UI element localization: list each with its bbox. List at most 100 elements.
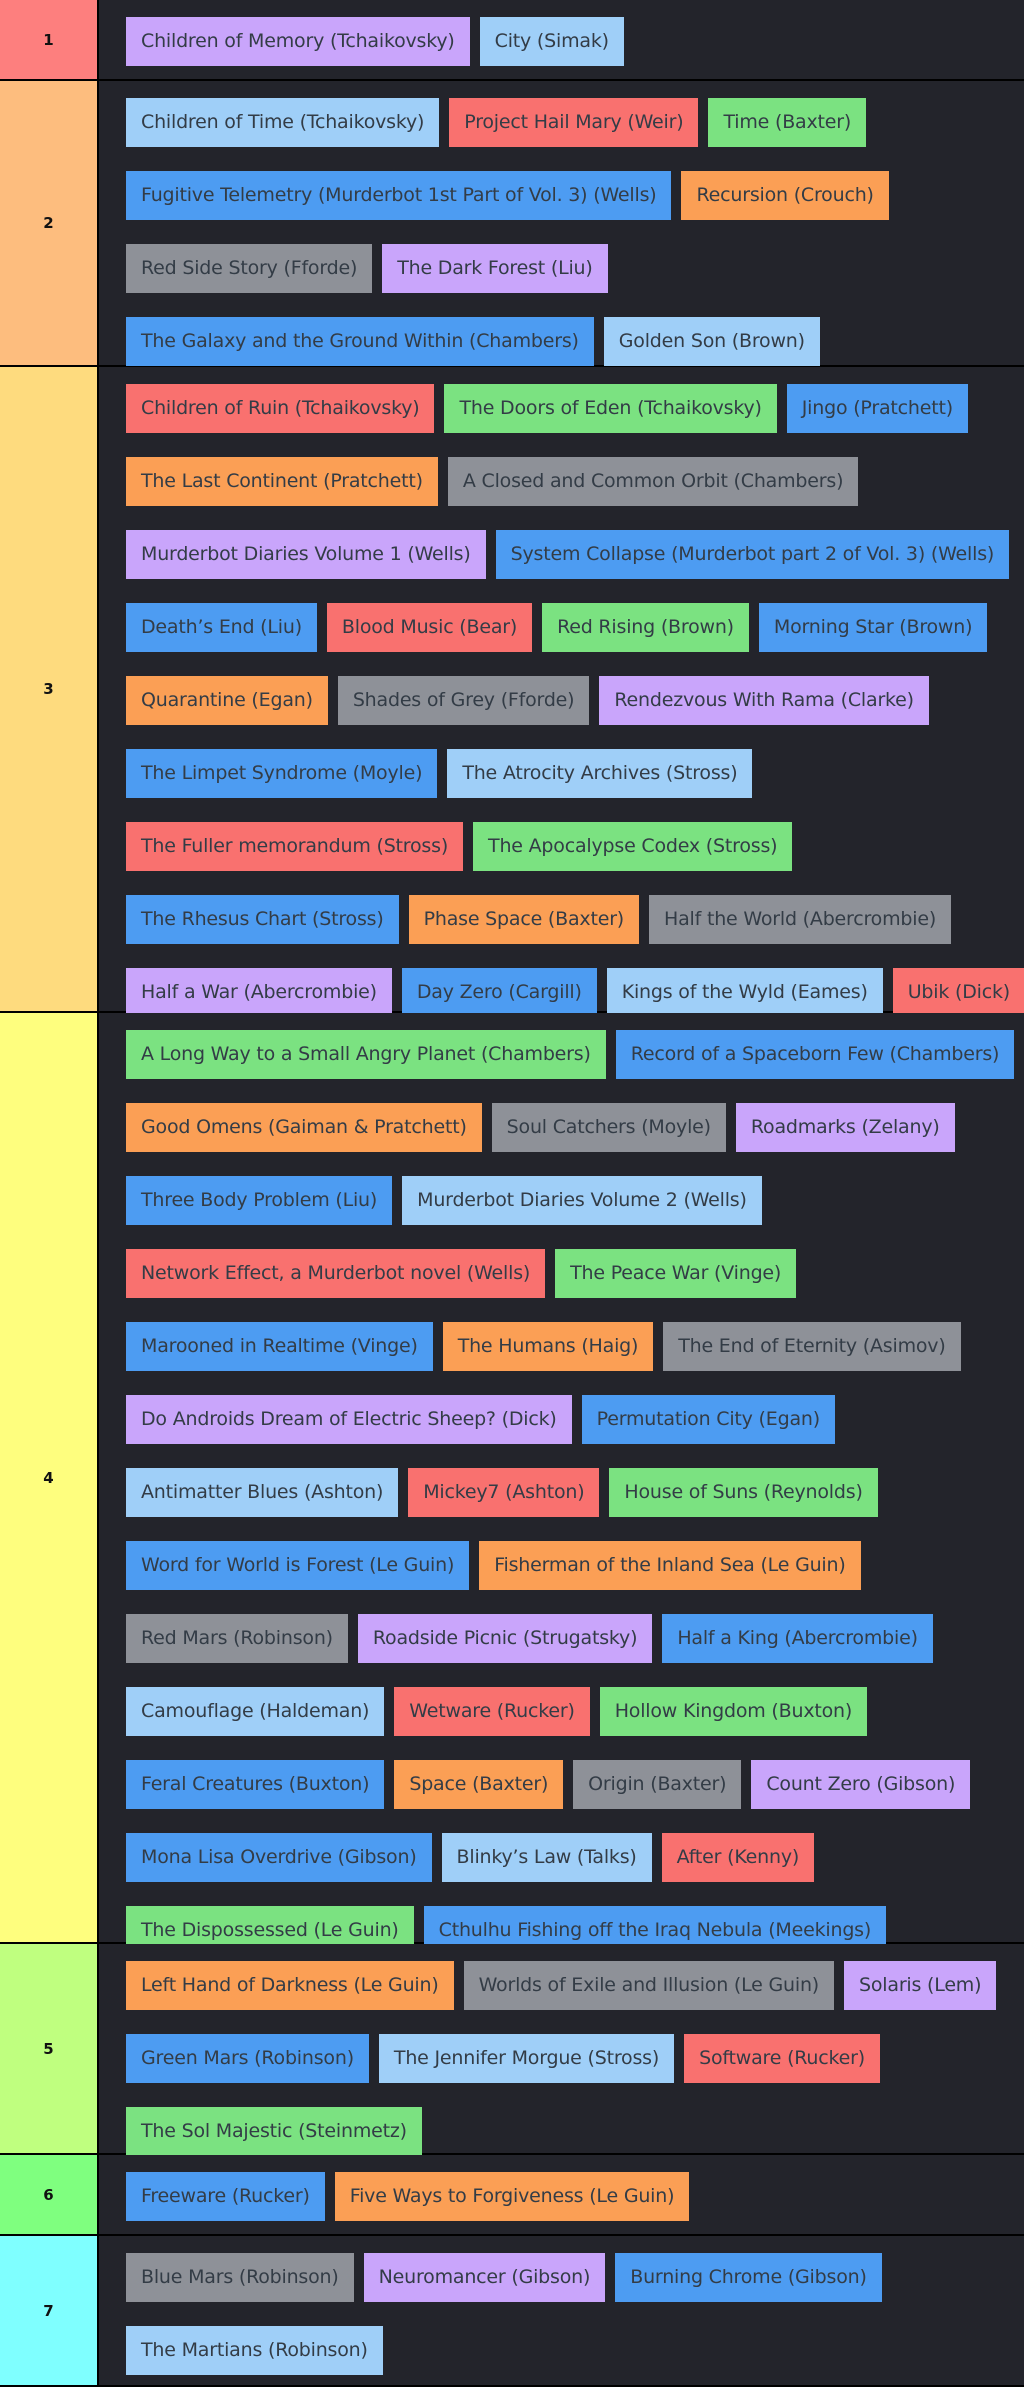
tier-item-mona-lisa-overdrive-gibson[interactable]: Mona Lisa Overdrive (Gibson): [126, 1833, 432, 1882]
tier-item-murderbot-diaries-volume-1-wells[interactable]: Murderbot Diaries Volume 1 (Wells): [126, 530, 486, 579]
tier-item-a-long-way-to-a-small-angry-planet-chambers[interactable]: A Long Way to a Small Angry Planet (Cham…: [126, 1030, 606, 1079]
tier-item-green-mars-robinson[interactable]: Green Mars (Robinson): [126, 2034, 369, 2083]
tier-items-7: Blue Mars (Robinson)Neuromancer (Gibson)…: [99, 2236, 1024, 2385]
tier-item-record-of-a-spaceborn-few-chambers[interactable]: Record of a Spaceborn Few (Chambers): [615, 1030, 1015, 1079]
tier-item-half-the-world-abercrombie[interactable]: Half the World (Abercrombie): [649, 895, 952, 944]
tier-item-morning-star-brown[interactable]: Morning Star (Brown): [758, 603, 988, 652]
tier-item-the-limpet-syndrome-moyle[interactable]: The Limpet Syndrome (Moyle): [126, 749, 438, 798]
tier-item-network-effect-a-murderbot-novel-wells[interactable]: Network Effect, a Murderbot novel (Wells…: [126, 1249, 546, 1298]
tier-item-blinky-s-law-talks[interactable]: Blinky’s Law (Talks): [441, 1833, 652, 1882]
tier-item-the-apocalypse-codex-stross[interactable]: The Apocalypse Codex (Stross): [473, 822, 793, 871]
tier-item-blood-music-bear[interactable]: Blood Music (Bear): [326, 603, 533, 652]
tier-item-city-simak[interactable]: City (Simak): [479, 17, 624, 66]
tier-item-children-of-ruin-tchaikovsky[interactable]: Children of Ruin (Tchaikovsky): [126, 384, 435, 433]
tier-item-the-last-continent-pratchett[interactable]: The Last Continent (Pratchett): [126, 457, 438, 506]
tier-item-the-end-of-eternity-asimov[interactable]: The End of Eternity (Asimov): [663, 1322, 961, 1371]
tier-item-a-closed-and-common-orbit-chambers[interactable]: A Closed and Common Orbit (Chambers): [447, 457, 859, 506]
tier-item-recursion-crouch[interactable]: Recursion (Crouch): [681, 171, 889, 220]
tier-item-line: Do Androids Dream of Electric Sheep? (Di…: [126, 1395, 1024, 1444]
tier-item-software-rucker[interactable]: Software (Rucker): [684, 2034, 880, 2083]
tier-item-line: Camouflage (Haldeman)Wetware (Rucker)Hol…: [126, 1687, 1024, 1736]
tier-item-soul-catchers-moyle[interactable]: Soul Catchers (Moyle): [491, 1103, 726, 1152]
tier-item-line: Freeware (Rucker)Five Ways to Forgivenes…: [126, 2172, 1024, 2221]
tier-item-jingo-pratchett[interactable]: Jingo (Pratchett): [786, 384, 968, 433]
tier-item-kings-of-the-wyld-eames[interactable]: Kings of the Wyld (Eames): [606, 968, 883, 1017]
tier-item-red-mars-robinson[interactable]: Red Mars (Robinson): [126, 1614, 348, 1663]
tier-item-line: Children of Time (Tchaikovsky)Project Ha…: [126, 98, 1024, 147]
tier-item-shades-of-grey-fforde[interactable]: Shades of Grey (Fforde): [337, 676, 590, 725]
tier-item-after-kenny[interactable]: After (Kenny): [661, 1833, 815, 1882]
tier-item-line: Word for World is Forest (Le Guin)Fisher…: [126, 1541, 1024, 1590]
tier-item-the-humans-haig[interactable]: The Humans (Haig): [442, 1322, 654, 1371]
tier-item-the-dark-forest-liu[interactable]: The Dark Forest (Liu): [382, 244, 608, 293]
tier-item-ubik-dick[interactable]: Ubik (Dick): [892, 968, 1024, 1017]
tier-item-solaris-lem[interactable]: Solaris (Lem): [844, 1961, 997, 2010]
tier-item-permutation-city-egan[interactable]: Permutation City (Egan): [581, 1395, 835, 1444]
tier-item-roadside-picnic-strugatsky[interactable]: Roadside Picnic (Strugatsky): [357, 1614, 653, 1663]
tier-item-house-of-suns-reynolds[interactable]: House of Suns (Reynolds): [609, 1468, 878, 1517]
tier-item-death-s-end-liu[interactable]: Death’s End (Liu): [126, 603, 317, 652]
tier-label-5[interactable]: 5: [0, 1944, 99, 2153]
tier-item-children-of-time-tchaikovsky[interactable]: Children of Time (Tchaikovsky): [126, 98, 440, 147]
tier-item-fisherman-of-the-inland-sea-le-guin[interactable]: Fisherman of the Inland Sea (Le Guin): [479, 1541, 861, 1590]
tier-item-line: The Limpet Syndrome (Moyle)The Atrocity …: [126, 749, 1024, 798]
tier-item-the-jennifer-morgue-stross[interactable]: The Jennifer Morgue (Stross): [378, 2034, 675, 2083]
tier-label-3[interactable]: 3: [0, 367, 99, 1011]
tier-item-antimatter-blues-ashton[interactable]: Antimatter Blues (Ashton): [126, 1468, 399, 1517]
tier-item-freeware-rucker[interactable]: Freeware (Rucker): [126, 2172, 325, 2221]
tier-item-the-peace-war-vinge[interactable]: The Peace War (Vinge): [555, 1249, 797, 1298]
tier-item-left-hand-of-darkness-le-guin[interactable]: Left Hand of Darkness (Le Guin): [126, 1961, 454, 2010]
tier-item-fugitive-telemetry-murderbot-1st-part-of-vol-3-wells[interactable]: Fugitive Telemetry (Murderbot 1st Part o…: [126, 171, 672, 220]
tier-item-quarantine-egan[interactable]: Quarantine (Egan): [126, 676, 328, 725]
tier-label-6[interactable]: 6: [0, 2155, 99, 2234]
tier-item-neuromancer-gibson[interactable]: Neuromancer (Gibson): [363, 2253, 606, 2302]
tier-item-roadmarks-zelany[interactable]: Roadmarks (Zelany): [735, 1103, 955, 1152]
tier-item-five-ways-to-forgiveness-le-guin[interactable]: Five Ways to Forgiveness (Le Guin): [334, 2172, 690, 2221]
tier-item-space-baxter[interactable]: Space (Baxter): [394, 1760, 564, 1809]
tier-item-half-a-war-abercrombie[interactable]: Half a War (Abercrombie): [126, 968, 392, 1017]
tier-item-worlds-of-exile-and-illusion-le-guin[interactable]: Worlds of Exile and Illusion (Le Guin): [463, 1961, 835, 2010]
tier-item-red-side-story-fforde[interactable]: Red Side Story (Fforde): [126, 244, 373, 293]
tier-row-7: 7 Blue Mars (Robinson)Neuromancer (Gibson…: [0, 2236, 1024, 2387]
tier-item-murderbot-diaries-volume-2-wells[interactable]: Murderbot Diaries Volume 2 (Wells): [402, 1176, 762, 1225]
tier-item-the-sol-majestic-steinmetz[interactable]: The Sol Majestic (Steinmetz): [126, 2107, 422, 2156]
tier-item-mickey7-ashton[interactable]: Mickey7 (Ashton): [408, 1468, 600, 1517]
tier-item-children-of-memory-tchaikovsky[interactable]: Children of Memory (Tchaikovsky): [126, 17, 470, 66]
tier-item-the-martians-robinson[interactable]: The Martians (Robinson): [126, 2326, 383, 2375]
tier-row-4: 4 A Long Way to a Small Angry Planet (Cha…: [0, 1013, 1024, 1955]
tier-item-line: Blue Mars (Robinson)Neuromancer (Gibson)…: [126, 2253, 1024, 2302]
tier-label-4[interactable]: 4: [0, 1013, 99, 1942]
tier-item-the-rhesus-chart-stross[interactable]: The Rhesus Chart (Stross): [126, 895, 399, 944]
tier-item-wetware-rucker[interactable]: Wetware (Rucker): [394, 1687, 590, 1736]
tier-item-the-fuller-memorandum-stross[interactable]: The Fuller memorandum (Stross): [126, 822, 464, 871]
tier-item-line: Murderbot Diaries Volume 1 (Wells)System…: [126, 530, 1024, 579]
tier-item-project-hail-mary-weir[interactable]: Project Hail Mary (Weir): [449, 98, 699, 147]
tier-item-red-rising-brown[interactable]: Red Rising (Brown): [542, 603, 749, 652]
tier-item-phase-space-baxter[interactable]: Phase Space (Baxter): [408, 895, 640, 944]
tier-item-camouflage-haldeman[interactable]: Camouflage (Haldeman): [126, 1687, 385, 1736]
tier-label-1[interactable]: 1: [0, 0, 99, 79]
tier-item-the-atrocity-archives-stross[interactable]: The Atrocity Archives (Stross): [447, 749, 753, 798]
tier-item-day-zero-cargill[interactable]: Day Zero (Cargill): [401, 968, 597, 1017]
tier-item-time-baxter[interactable]: Time (Baxter): [708, 98, 867, 147]
tier-item-hollow-kingdom-buxton[interactable]: Hollow Kingdom (Buxton): [599, 1687, 868, 1736]
tier-item-origin-baxter[interactable]: Origin (Baxter): [573, 1760, 742, 1809]
tier-label-2[interactable]: 2: [0, 81, 99, 365]
tier-item-three-body-problem-liu[interactable]: Three Body Problem (Liu): [126, 1176, 393, 1225]
tier-item-system-collapse-murderbot-part-2-of-vol-3-wells[interactable]: System Collapse (Murderbot part 2 of Vol…: [495, 530, 1010, 579]
tier-item-the-galaxy-and-the-ground-within-chambers[interactable]: The Galaxy and the Ground Within (Chambe…: [126, 317, 594, 366]
tier-item-word-for-world-is-forest-le-guin[interactable]: Word for World is Forest (Le Guin): [126, 1541, 470, 1590]
tier-item-blue-mars-robinson[interactable]: Blue Mars (Robinson): [126, 2253, 354, 2302]
tier-item-the-doors-of-eden-tchaikovsky[interactable]: The Doors of Eden (Tchaikovsky): [444, 384, 777, 433]
tier-item-golden-son-brown[interactable]: Golden Son (Brown): [603, 317, 820, 366]
tier-item-do-androids-dream-of-electric-sheep-dick[interactable]: Do Androids Dream of Electric Sheep? (Di…: [126, 1395, 572, 1444]
tier-item-good-omens-gaiman-pratchett[interactable]: Good Omens (Gaiman & Pratchett): [126, 1103, 482, 1152]
tier-item-line: Death’s End (Liu)Blood Music (Bear)Red R…: [126, 603, 1024, 652]
tier-item-half-a-king-abercrombie[interactable]: Half a King (Abercrombie): [662, 1614, 933, 1663]
tier-item-count-zero-gibson[interactable]: Count Zero (Gibson): [751, 1760, 971, 1809]
tier-item-feral-creatures-buxton[interactable]: Feral Creatures (Buxton): [126, 1760, 385, 1809]
tier-item-rendezvous-with-rama-clarke[interactable]: Rendezvous With Rama (Clarke): [599, 676, 929, 725]
tier-label-7[interactable]: 7: [0, 2236, 99, 2385]
tier-item-burning-chrome-gibson[interactable]: Burning Chrome (Gibson): [615, 2253, 882, 2302]
tier-item-marooned-in-realtime-vinge[interactable]: Marooned in Realtime (Vinge): [126, 1322, 433, 1371]
